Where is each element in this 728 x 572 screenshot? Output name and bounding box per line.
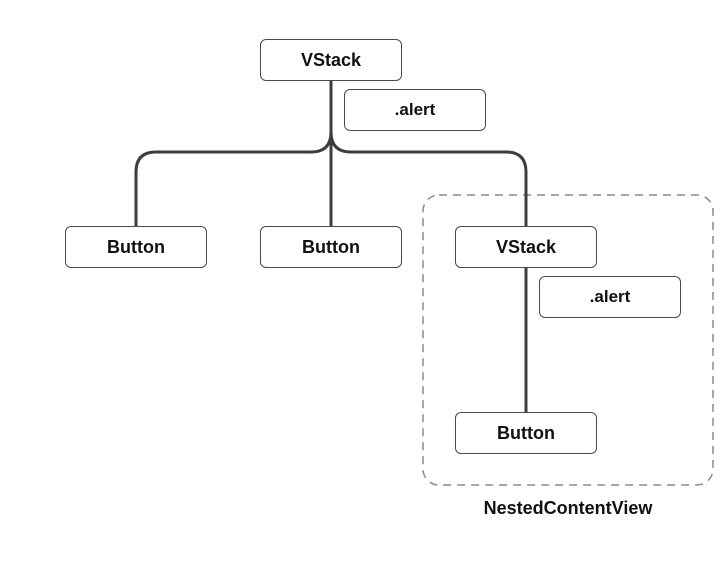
root-alert-modifier-node: .alert <box>344 89 486 131</box>
nested-group-label: NestedContentView <box>483 498 653 518</box>
root-vstack-node: VStack <box>260 39 402 81</box>
nested-button-node: Button <box>455 412 597 454</box>
nested-alert-modifier-node: .alert <box>539 276 681 318</box>
connector-root-to-nested-vstack <box>329 78 528 229</box>
button-node-middle: Button <box>260 226 402 268</box>
button-node-left: Button <box>65 226 207 268</box>
nested-vstack-node: VStack <box>455 226 597 268</box>
nested-group-border <box>422 194 714 486</box>
connector-root-to-button-left <box>134 78 333 229</box>
